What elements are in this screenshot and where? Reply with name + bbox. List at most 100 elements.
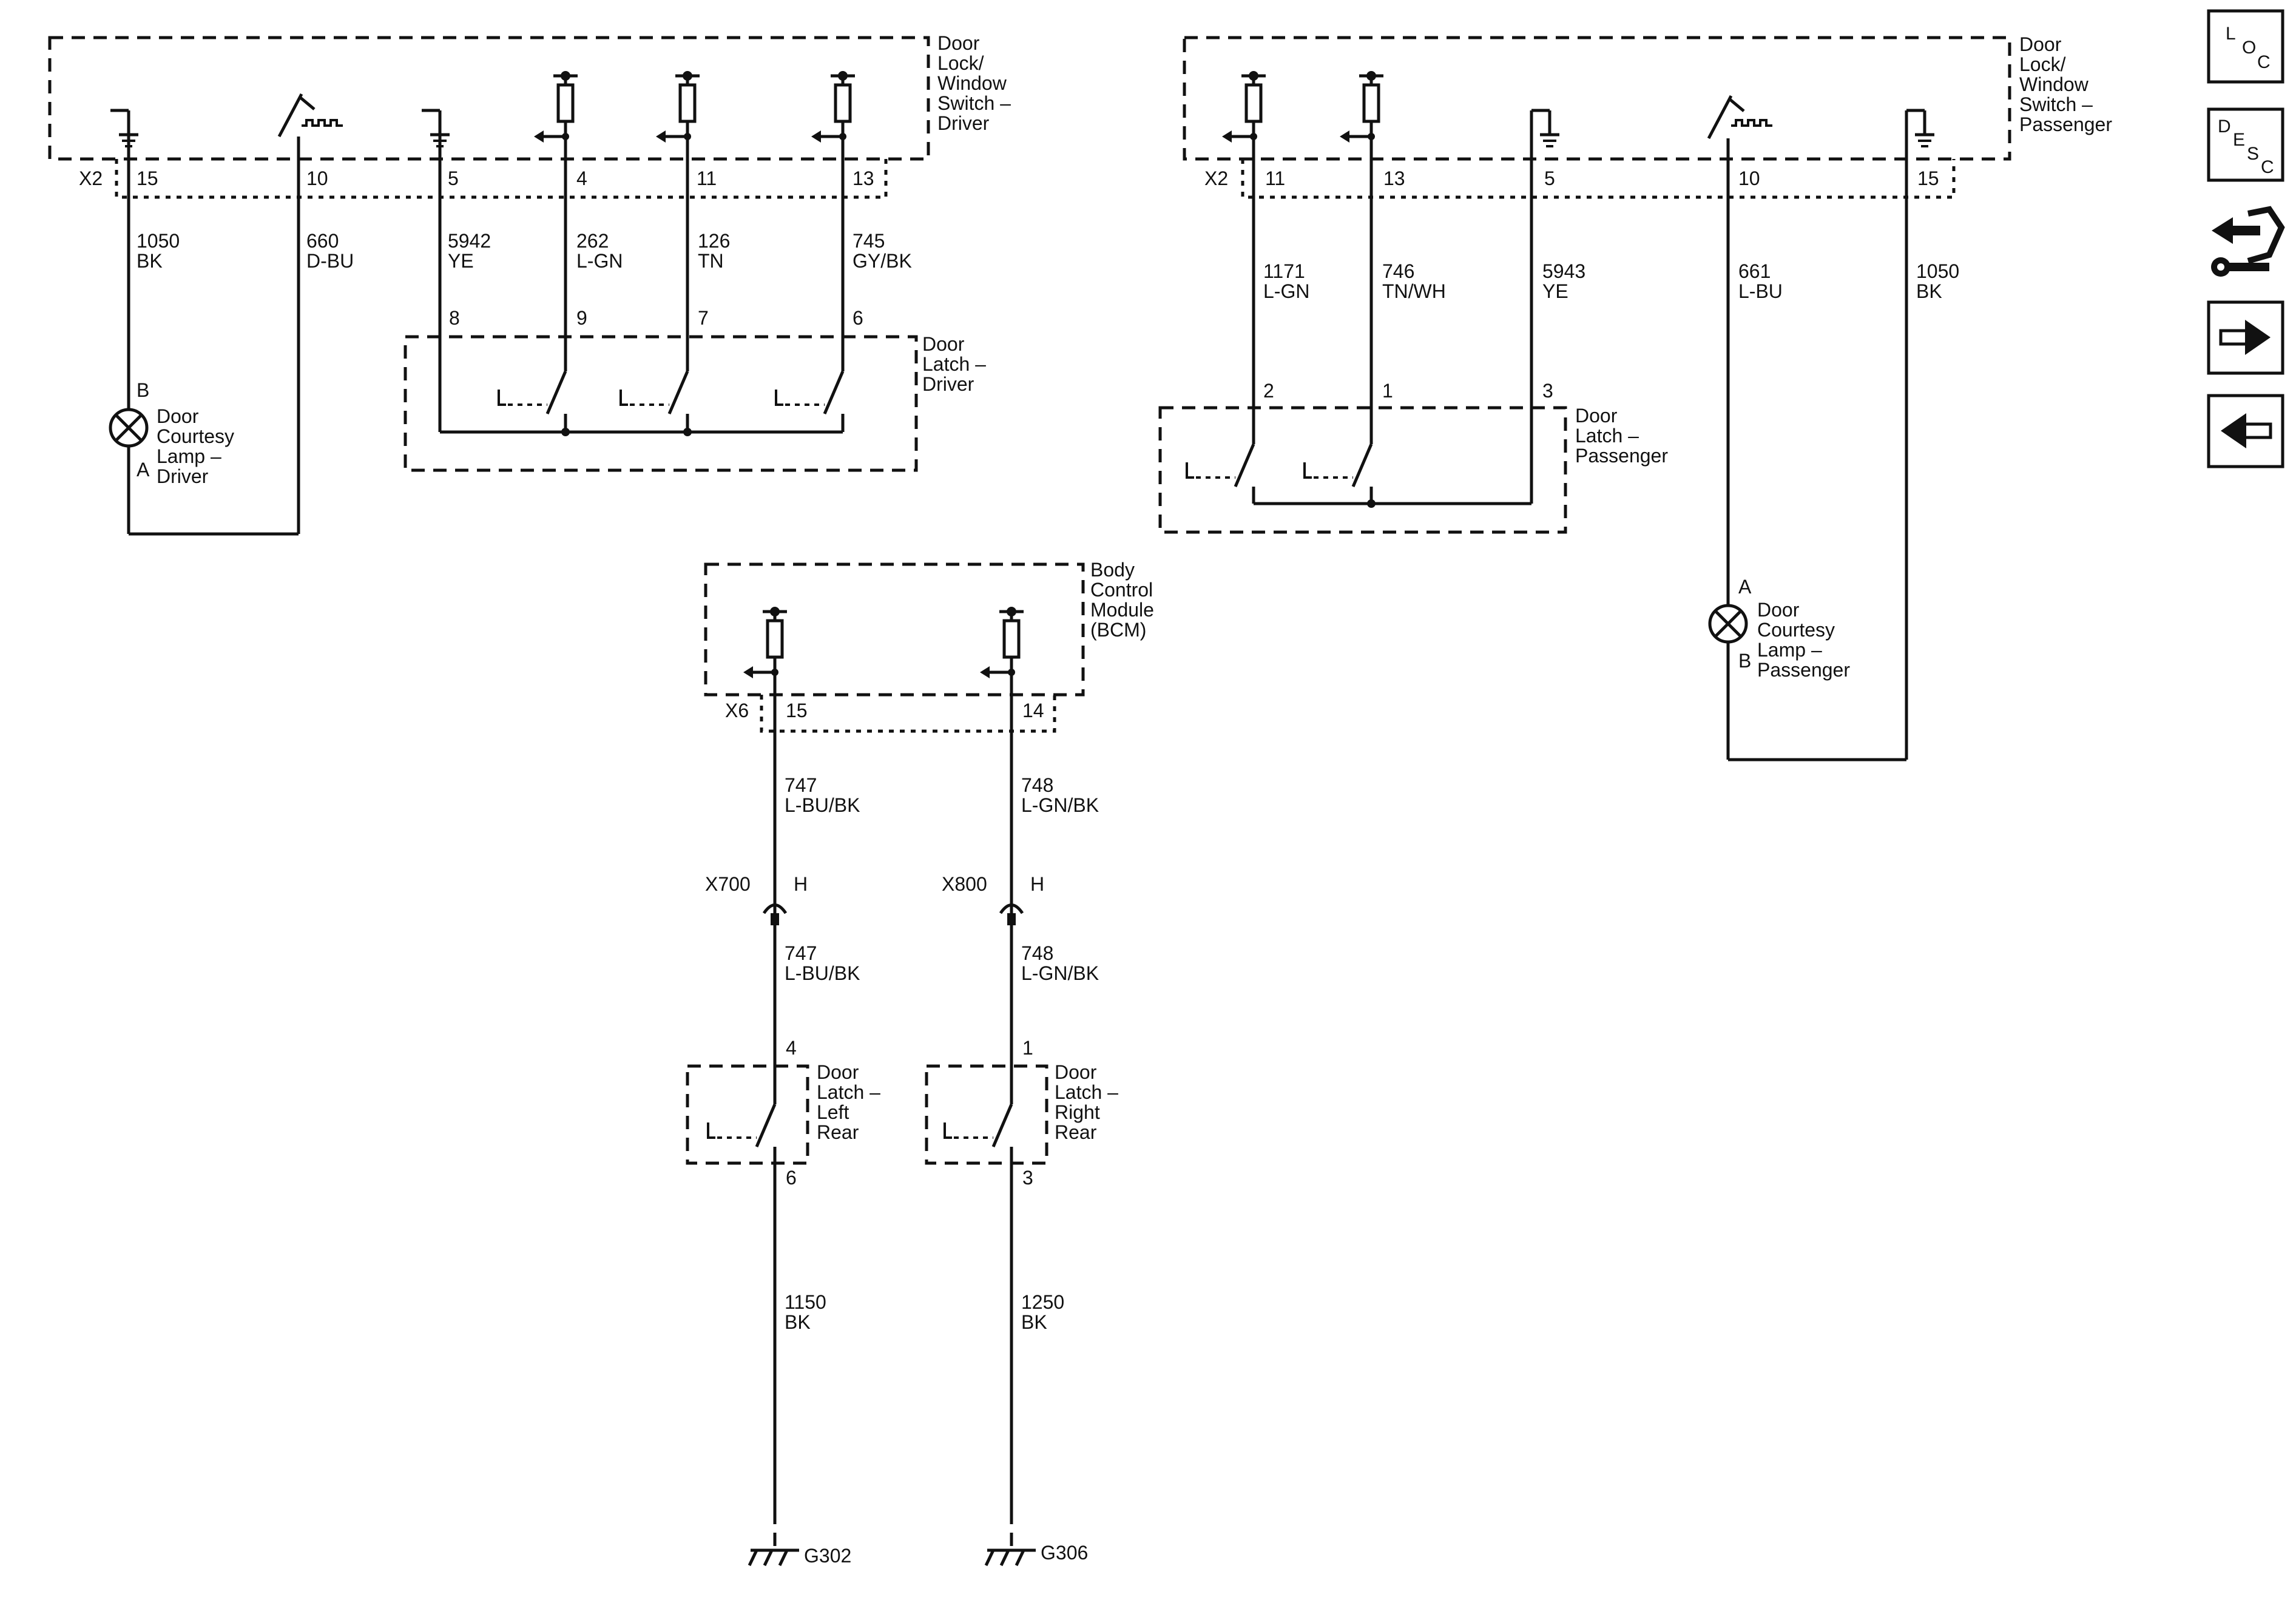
- latch-switch-icon: [776, 371, 843, 414]
- svg-text:15: 15: [786, 700, 808, 721]
- svg-text:E: E: [2233, 130, 2245, 150]
- latch-switch-icon: [499, 371, 566, 414]
- pullup-resistor-icon: [743, 607, 787, 678]
- svg-text:2: 2: [1263, 380, 1274, 402]
- ground-icon: [422, 110, 450, 146]
- svg-text:X700: X700: [705, 873, 751, 895]
- svg-text:X800: X800: [942, 873, 987, 895]
- svg-text:9: 9: [576, 307, 587, 329]
- svg-text:H: H: [794, 873, 808, 895]
- svg-text:O: O: [2242, 38, 2256, 58]
- pullup-resistor-icon: [1340, 71, 1383, 143]
- pullup-resistor-icon: [656, 71, 700, 143]
- svg-text:3: 3: [1542, 380, 1553, 402]
- passenger-latch-label: Door Latch – Passenger: [1575, 405, 1668, 467]
- svg-text:G302: G302: [804, 1545, 851, 1567]
- svg-text:10: 10: [306, 167, 328, 189]
- driver-switch-module: Door Lock/ Window Switch – Driver X2 15 …: [48, 32, 1016, 199]
- ground-icon: [1531, 110, 1559, 146]
- ground-icon: [110, 110, 138, 146]
- ground-g306: G306: [986, 1542, 1088, 1565]
- svg-text:B: B: [137, 379, 149, 401]
- connector-wrench-icon[interactable]: [2211, 206, 2285, 277]
- prev-button[interactable]: [2207, 394, 2284, 468]
- passenger-lamp: A B Door Courtesy Lamp – Passenger: [1710, 576, 1850, 681]
- driver-wires: [127, 110, 845, 536]
- svg-text:8: 8: [449, 307, 460, 329]
- driver-switch-label: Door Lock/ Window Switch – Driver: [937, 32, 1016, 134]
- svg-text:15: 15: [1917, 167, 1939, 189]
- svg-text:14: 14: [1022, 700, 1044, 721]
- passenger-lamp-label: Door Courtesy Lamp – Passenger: [1757, 599, 1850, 681]
- svg-text:10: 10: [1738, 167, 1760, 189]
- latch-switch-icon: [1305, 444, 1371, 487]
- latch-switch-icon: [1187, 444, 1254, 487]
- svg-text:1: 1: [1382, 380, 1393, 402]
- svg-text:A: A: [137, 459, 150, 481]
- svg-text:4: 4: [786, 1037, 797, 1059]
- latch-right-rear-label: Door Latch – Right Rear: [1055, 1061, 1124, 1143]
- lamp-icon: [1710, 606, 1746, 642]
- pullup-resistor-icon: [1222, 71, 1266, 143]
- passenger-switch-module: Door Lock/ Window Switch – Passenger X2 …: [1183, 33, 2112, 199]
- latch-switch-icon: [945, 1104, 1011, 1147]
- svg-text:4: 4: [576, 167, 587, 189]
- passenger-switch-connector: X2: [1204, 167, 1228, 189]
- svg-text:11: 11: [697, 167, 717, 189]
- latch-left-rear-label: Door Latch – Left Rear: [817, 1061, 886, 1143]
- svg-text:1: 1: [1022, 1037, 1033, 1059]
- svg-text:13: 13: [853, 167, 874, 189]
- next-button[interactable]: [2207, 300, 2284, 375]
- door-ajar-switch-icon: [1707, 95, 1772, 140]
- earth-ground-icon: [749, 1550, 799, 1565]
- driver-latch: 8 9 7 6 Door Latch – Driver: [403, 307, 991, 472]
- driver-latch-label: Door Latch – Driver: [922, 333, 991, 395]
- earth-ground-icon: [986, 1550, 1036, 1565]
- connector-icon: [999, 903, 1024, 914]
- svg-text:5: 5: [1544, 167, 1555, 189]
- pullup-resistor-icon: [811, 71, 855, 143]
- svg-text:G306: G306: [1041, 1542, 1088, 1564]
- bcm-label: Body Control Module (BCM): [1090, 559, 1160, 641]
- inline-connectors: X700 H X800 H: [705, 873, 1044, 925]
- door-ajar-switch-icon: [277, 93, 343, 138]
- lamp-icon: [110, 410, 147, 446]
- svg-text:H: H: [1030, 873, 1044, 895]
- driver-lamp: B A Door Courtesy Lamp – Driver: [110, 379, 240, 487]
- svg-text:L: L: [2226, 24, 2236, 44]
- desc-button[interactable]: D E S C: [2207, 107, 2284, 182]
- passenger-wires: [1252, 110, 1908, 761]
- svg-text:A: A: [1738, 576, 1752, 598]
- svg-text:B: B: [1738, 650, 1751, 672]
- svg-text:13: 13: [1383, 167, 1405, 189]
- svg-text:6: 6: [786, 1167, 797, 1189]
- arrow-right-icon: [2219, 320, 2271, 355]
- driver-lamp-label: Door Courtesy Lamp – Driver: [157, 405, 240, 487]
- loc-button[interactable]: L O C: [2207, 9, 2284, 84]
- bcm-connector: X6: [725, 700, 749, 721]
- svg-text:D: D: [2218, 116, 2231, 137]
- pullup-resistor-icon: [980, 607, 1024, 678]
- passenger-switch-label: Door Lock/ Window Switch – Passenger: [2019, 33, 2112, 135]
- latch-right-rear: 1 3 Door Latch – Right Rear: [925, 1037, 1124, 1189]
- latch-switch-icon: [708, 1104, 775, 1147]
- svg-text:3: 3: [1022, 1167, 1033, 1189]
- svg-text:C: C: [2261, 157, 2274, 177]
- svg-text:11: 11: [1265, 167, 1285, 189]
